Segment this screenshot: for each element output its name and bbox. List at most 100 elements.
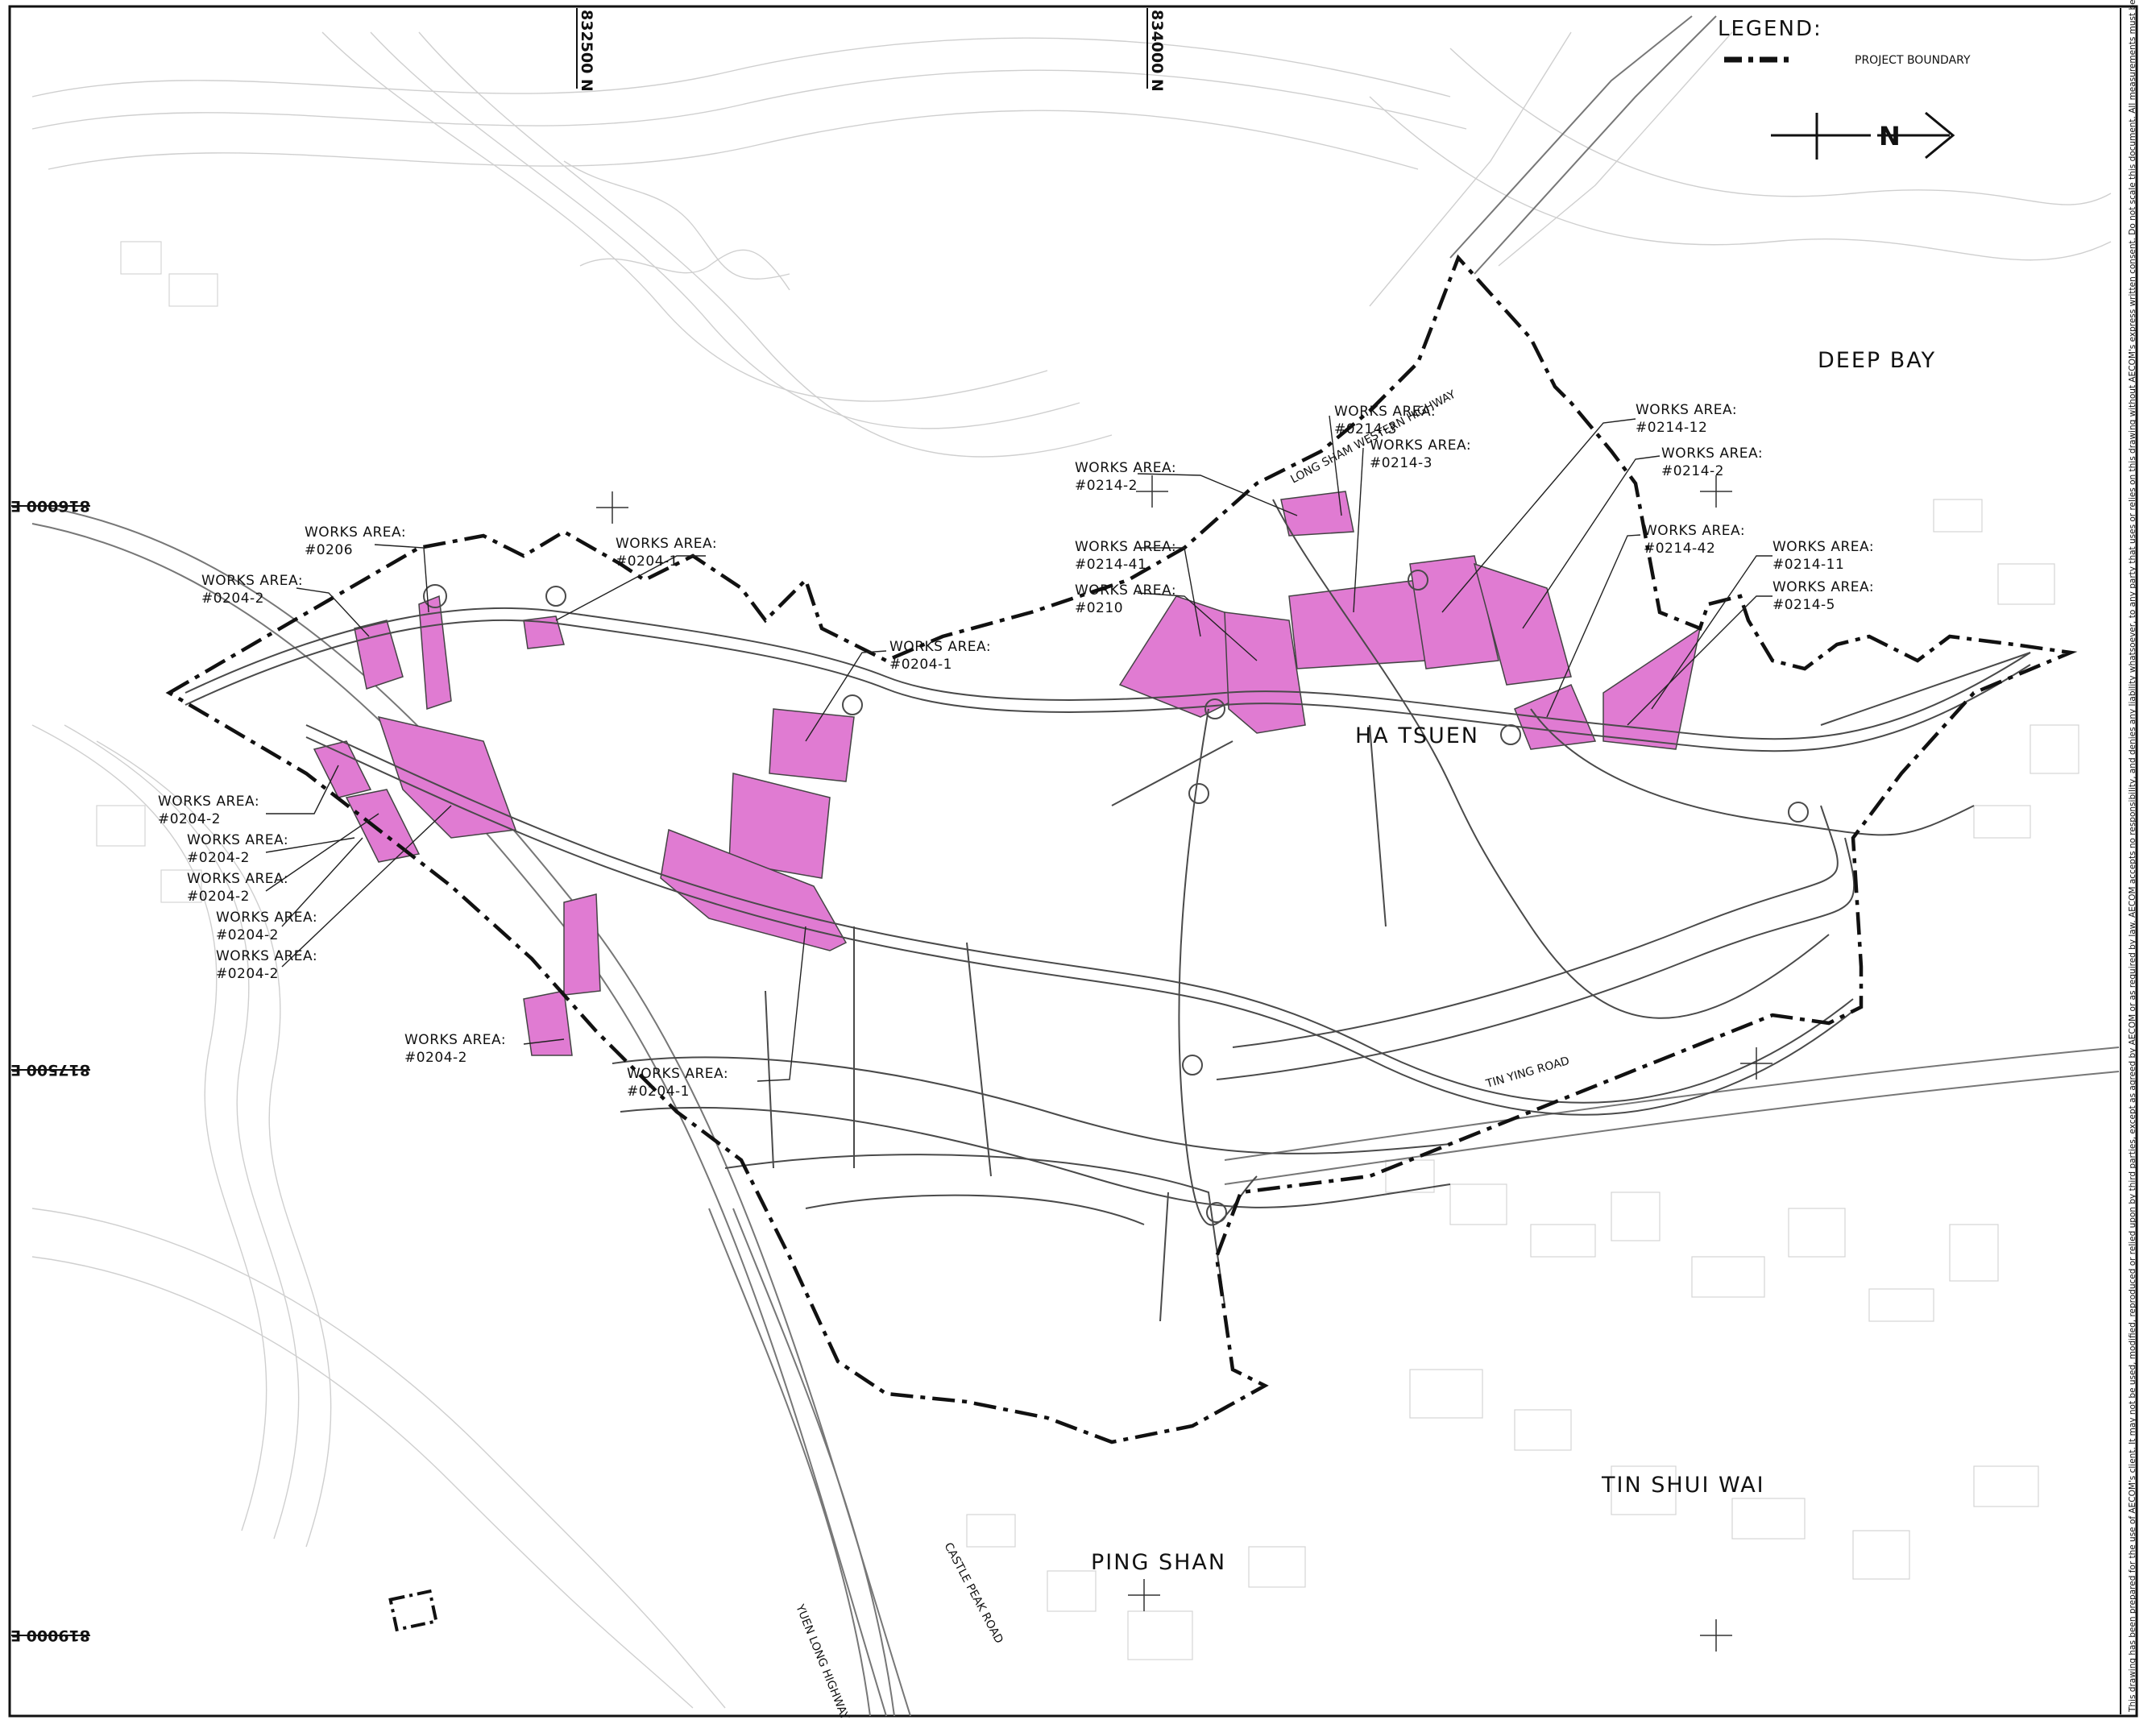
works-area-label: WORKS AREA: #0204-2 bbox=[216, 948, 317, 982]
works-area-polygons bbox=[313, 491, 1702, 1056]
works-area-0204-2-d bbox=[345, 789, 421, 863]
works-area-0204-2-c bbox=[313, 740, 372, 798]
external-highways bbox=[31, 15, 2120, 1717]
works-area-label: WORKS AREA: #0214-11 bbox=[1772, 539, 1874, 573]
svg-text:#0214-2: #0214-2 bbox=[1661, 463, 1724, 479]
works-area-label: WORKS AREA: #0214-41 bbox=[1075, 539, 1176, 573]
svg-text:WORKS AREA:: WORKS AREA: bbox=[187, 832, 288, 848]
works-area-label: WORKS AREA: #0204-1 bbox=[889, 639, 991, 673]
works-area-label: WORKS AREA: #0204-1 bbox=[616, 536, 717, 570]
svg-text:#0214-2: #0214-2 bbox=[1075, 478, 1138, 494]
works-area-label: WORKS AREA: #0210 bbox=[1075, 582, 1176, 616]
works-area-label: WORKS AREA: #0214-3 bbox=[1334, 404, 1436, 437]
svg-text:WORKS AREA:: WORKS AREA: bbox=[1772, 579, 1874, 595]
svg-text:#0204-1: #0204-1 bbox=[616, 553, 678, 570]
svg-text:#0204-1: #0204-1 bbox=[889, 657, 952, 673]
svg-text:WORKS AREA:: WORKS AREA: bbox=[1075, 582, 1176, 599]
road-yuen-long-highway: YUEN LONG HIGHWAY bbox=[793, 1602, 852, 1720]
svg-text:WORKS AREA:: WORKS AREA: bbox=[1644, 523, 1745, 539]
north-arrow-letter: N bbox=[1879, 121, 1901, 151]
legend-boundary-label: PROJECT BOUNDARY bbox=[1855, 54, 1971, 67]
works-area-label: WORKS AREA: #0214-2 bbox=[1075, 460, 1176, 494]
place-tin-shui-wai: TIN SHUI WAI bbox=[1601, 1473, 1765, 1498]
svg-text:#0214-11: #0214-11 bbox=[1772, 557, 1844, 573]
works-area-0214-3 bbox=[1288, 579, 1427, 669]
svg-text:#0214-5: #0214-5 bbox=[1772, 597, 1835, 613]
side-disclaimer: This drawing has been prepared for the u… bbox=[2128, 0, 2137, 1713]
works-area-label: WORKS AREA: #0204-2 bbox=[158, 794, 259, 827]
svg-text:WORKS AREA:: WORKS AREA: bbox=[158, 794, 259, 810]
grid-crosses bbox=[596, 475, 1772, 1652]
svg-text:WORKS AREA:: WORKS AREA: bbox=[1661, 446, 1763, 462]
works-area-label: WORKS AREA: #0204-2 bbox=[216, 910, 317, 943]
works-area-0204-2-f bbox=[563, 893, 601, 996]
svg-text:#0214-12: #0214-12 bbox=[1636, 420, 1707, 436]
works-area-0204-1-d bbox=[660, 828, 848, 951]
works-area-0214-42 bbox=[1514, 684, 1597, 750]
works-area-label: WORKS AREA: #0204-1 bbox=[627, 1066, 728, 1100]
grid-label-832500n: 832500 N bbox=[578, 10, 595, 92]
svg-text:WORKS AREA:: WORKS AREA: bbox=[1636, 402, 1737, 418]
works-area-0214-2-b bbox=[1473, 562, 1572, 686]
works-area-0206 bbox=[418, 595, 452, 711]
urban-texture bbox=[96, 241, 2079, 1660]
works-area-label: WORKS AREA: #0204-2 bbox=[201, 573, 303, 607]
works-area-0204-1-a bbox=[523, 615, 565, 649]
works-area-0204-1-c bbox=[728, 773, 831, 879]
project-boundary bbox=[165, 254, 2078, 1444]
legend-title: LEGEND: bbox=[1718, 17, 1822, 41]
svg-text:WORKS AREA:: WORKS AREA: bbox=[216, 910, 317, 926]
place-deep-bay: DEEP BAY bbox=[1818, 348, 1936, 373]
works-area-label: WORKS AREA: #0204-2 bbox=[404, 1032, 506, 1066]
works-area-label: WORKS AREA: #0204-2 bbox=[187, 832, 288, 866]
works-area-0204-1-b bbox=[769, 708, 855, 782]
svg-text:#0204-2: #0204-2 bbox=[216, 966, 279, 982]
svg-text:WORKS AREA:: WORKS AREA: bbox=[1772, 539, 1874, 555]
north-arrow bbox=[1771, 111, 1955, 160]
svg-text:#0204-2: #0204-2 bbox=[187, 850, 250, 866]
svg-text:#0214-3: #0214-3 bbox=[1370, 455, 1432, 471]
internal-roads bbox=[185, 499, 2031, 1322]
works-area-label: WORKS AREA: #0214-42 bbox=[1644, 523, 1745, 557]
svg-text:WORKS AREA:: WORKS AREA: bbox=[1075, 539, 1176, 555]
works-area-callouts bbox=[265, 415, 1772, 1082]
contour-lines bbox=[31, 31, 2112, 1709]
svg-text:WORKS AREA:: WORKS AREA: bbox=[404, 1032, 506, 1048]
svg-text:WORKS AREA:: WORKS AREA: bbox=[201, 573, 303, 589]
works-area-labels: WORKS AREA: #0206 WORKS AREA: #0204-2 WO… bbox=[158, 402, 1874, 1100]
svg-text:WORKS AREA:: WORKS AREA: bbox=[627, 1066, 728, 1082]
svg-text:WORKS AREA:: WORKS AREA: bbox=[1334, 404, 1436, 420]
svg-text:WORKS AREA:: WORKS AREA: bbox=[305, 524, 406, 541]
works-area-label: WORKS AREA: #0206 bbox=[305, 524, 406, 558]
roundabouts bbox=[423, 570, 1809, 1223]
grid-label-834000n: 834000 N bbox=[1148, 10, 1166, 92]
svg-text:#0206: #0206 bbox=[305, 542, 353, 558]
works-area-0214-5 bbox=[1602, 627, 1702, 750]
place-ping-shan: PING SHAN bbox=[1091, 1550, 1226, 1575]
svg-text:WORKS AREA:: WORKS AREA: bbox=[187, 871, 288, 887]
svg-text:#0204-2: #0204-2 bbox=[158, 811, 221, 827]
svg-text:#0210: #0210 bbox=[1075, 600, 1123, 616]
road-castle-peak-road: CASTLE PEAK ROAD bbox=[941, 1540, 1005, 1645]
svg-text:WORKS AREA:: WORKS AREA: bbox=[1370, 437, 1471, 454]
works-area-label: WORKS AREA: #0214-3 bbox=[1370, 437, 1471, 471]
road-tin-ying-road: TIN YING ROAD bbox=[1484, 1055, 1571, 1091]
works-area-0204-2-e bbox=[523, 990, 573, 1056]
works-area-0214-12 bbox=[1409, 555, 1499, 669]
svg-text:#0214-3: #0214-3 bbox=[1334, 421, 1397, 437]
works-area-label: WORKS AREA: #0214-5 bbox=[1772, 579, 1874, 613]
svg-text:#0204-2: #0204-2 bbox=[404, 1050, 467, 1066]
svg-text:#0204-1: #0204-1 bbox=[627, 1084, 690, 1100]
drawing-frame bbox=[8, 5, 2138, 1718]
works-area-label: WORKS AREA: #0214-12 bbox=[1636, 402, 1737, 436]
svg-text:WORKS AREA:: WORKS AREA: bbox=[216, 948, 317, 964]
svg-text:#0204-2: #0204-2 bbox=[216, 927, 279, 943]
svg-text:WORKS AREA:: WORKS AREA: bbox=[1075, 460, 1176, 476]
works-area-label: WORKS AREA: #0204-2 bbox=[187, 871, 288, 905]
svg-text:#0204-2: #0204-2 bbox=[201, 591, 264, 607]
svg-text:#0214-42: #0214-42 bbox=[1644, 541, 1715, 557]
svg-text:#0214-41: #0214-41 bbox=[1075, 557, 1146, 573]
svg-text:WORKS AREA:: WORKS AREA: bbox=[616, 536, 717, 552]
detached-boundary-box bbox=[388, 1589, 438, 1632]
